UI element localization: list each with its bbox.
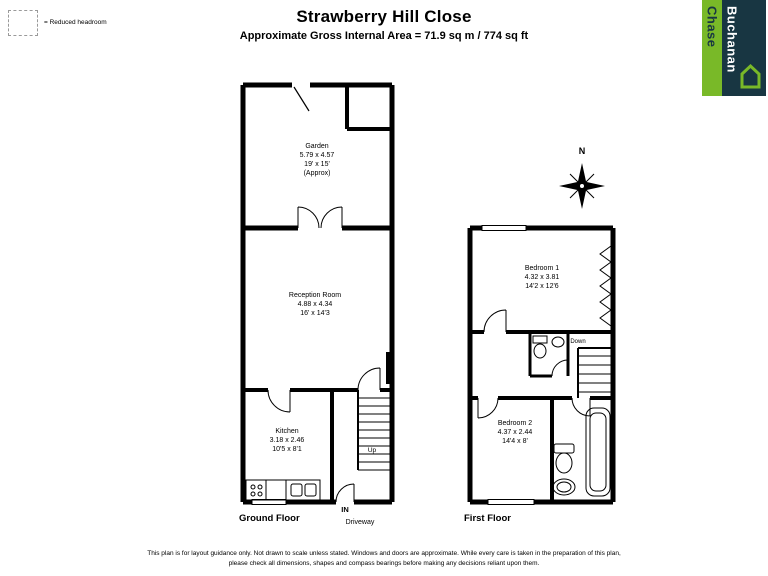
bedroom2-window — [487, 499, 535, 505]
bedroom1-name: Bedroom 1 — [524, 265, 560, 272]
garden-size-metric: 5.79 x 4.57 — [299, 152, 335, 160]
kitchen-size-metric: 3.18 x 2.46 — [269, 437, 305, 445]
wc-basin — [551, 336, 565, 348]
garden-walls — [240, 82, 395, 502]
wash-basin — [552, 478, 576, 496]
entrance-in-label: IN — [341, 505, 349, 514]
room-label-bedroom2: Bedroom 2 4.37 x 2.44 14'4 x 8' — [460, 419, 570, 446]
first-floor-plan — [467, 225, 616, 505]
bedroom2-door — [477, 397, 499, 419]
kitchen-name: Kitchen — [275, 428, 299, 435]
bedroom1-size-imperial: 14'2 x 12'6 — [525, 283, 559, 291]
garden-note: (Approx) — [303, 170, 331, 178]
bathroom-door — [571, 397, 591, 417]
entrance-door — [335, 483, 355, 503]
down-label: Down — [570, 339, 586, 345]
bedroom1-door — [483, 309, 507, 333]
logo-buchanan-band: Buchanan — [722, 0, 742, 96]
reduced-headroom-swatch — [8, 10, 38, 36]
garden-shed-walls — [345, 85, 392, 131]
room-label-bedroom1: Bedroom 1 4.32 x 3.81 14'2 x 12'6 — [482, 264, 602, 291]
disclaimer-line2: please check all dimensions, shapes and … — [228, 560, 540, 568]
kitchen-size-imperial: 10'5 x 8'1 — [272, 446, 302, 454]
first-floor-internal-walls — [470, 330, 613, 502]
logo-chase-band: Chase — [702, 0, 722, 96]
bedroom2-size-metric: 4.37 x 2.44 — [497, 429, 533, 437]
reduced-headroom-label: = Reduced headroom — [44, 19, 107, 26]
ground-internal-walls — [243, 388, 392, 502]
up-label: Up — [367, 447, 377, 454]
logo-chase-text: Chase — [704, 6, 720, 48]
toilet — [553, 443, 575, 474]
first-floor-caption: First Floor — [464, 513, 511, 524]
bedroom1-window — [481, 225, 527, 231]
room-label-reception: Reception Room 4.88 x 4.34 16' x 14'3 — [255, 291, 375, 318]
page-subtitle: Approximate Gross Internal Area = 71.9 s… — [239, 30, 529, 42]
bathtub — [585, 407, 611, 497]
disclaimer: This plan is for layout guidance only. N… — [0, 549, 768, 569]
compass-north-label: N — [578, 146, 586, 156]
reception-size-metric: 4.88 x 4.34 — [297, 301, 333, 309]
logo-house-icon — [740, 63, 761, 89]
logo-buchanan-text: Buchanan — [724, 6, 740, 73]
house-outer-walls — [243, 225, 392, 505]
reception-size-imperial: 16' x 14'3 — [300, 310, 330, 318]
wardrobe-zigzag — [599, 245, 612, 327]
driveway-label: Driveway — [345, 519, 375, 526]
reception-name: Reception Room — [288, 292, 342, 299]
kitchen-counter — [245, 479, 321, 501]
garden-gate — [293, 86, 310, 112]
compass-rose — [559, 163, 605, 209]
wc-toilet — [532, 335, 548, 359]
staircase-up — [357, 390, 392, 471]
sink-unit — [290, 483, 317, 497]
ground-floor-plan — [240, 82, 395, 505]
bedroom1-size-metric: 4.32 x 3.81 — [524, 274, 560, 282]
wc-door — [551, 359, 569, 377]
kitchen-door — [267, 389, 291, 413]
staircase-down — [577, 347, 613, 398]
bedroom2-name: Bedroom 2 — [497, 420, 533, 427]
garden-name: Garden — [305, 143, 329, 150]
ground-floor-caption: Ground Floor — [239, 513, 300, 524]
room-label-garden: Garden 5.79 x 4.57 19' x 15' (Approx) — [257, 142, 377, 178]
hob — [250, 484, 263, 497]
french-doors — [297, 206, 343, 229]
room-label-kitchen: Kitchen 3.18 x 2.46 10'5 x 8'1 — [237, 427, 337, 454]
header: Strawberry Hill Close Approximate Gross … — [0, 7, 768, 42]
page-title: Strawberry Hill Close — [296, 7, 472, 26]
garden-size-imperial: 19' x 15' — [304, 161, 330, 169]
chase-buchanan-logo: Chase Buchanan — [702, 0, 766, 96]
bedroom2-size-imperial: 14'4 x 8' — [502, 438, 528, 446]
reception-door — [357, 367, 381, 391]
disclaimer-line1: This plan is for layout guidance only. N… — [147, 550, 621, 557]
chimney-breast — [386, 352, 392, 384]
